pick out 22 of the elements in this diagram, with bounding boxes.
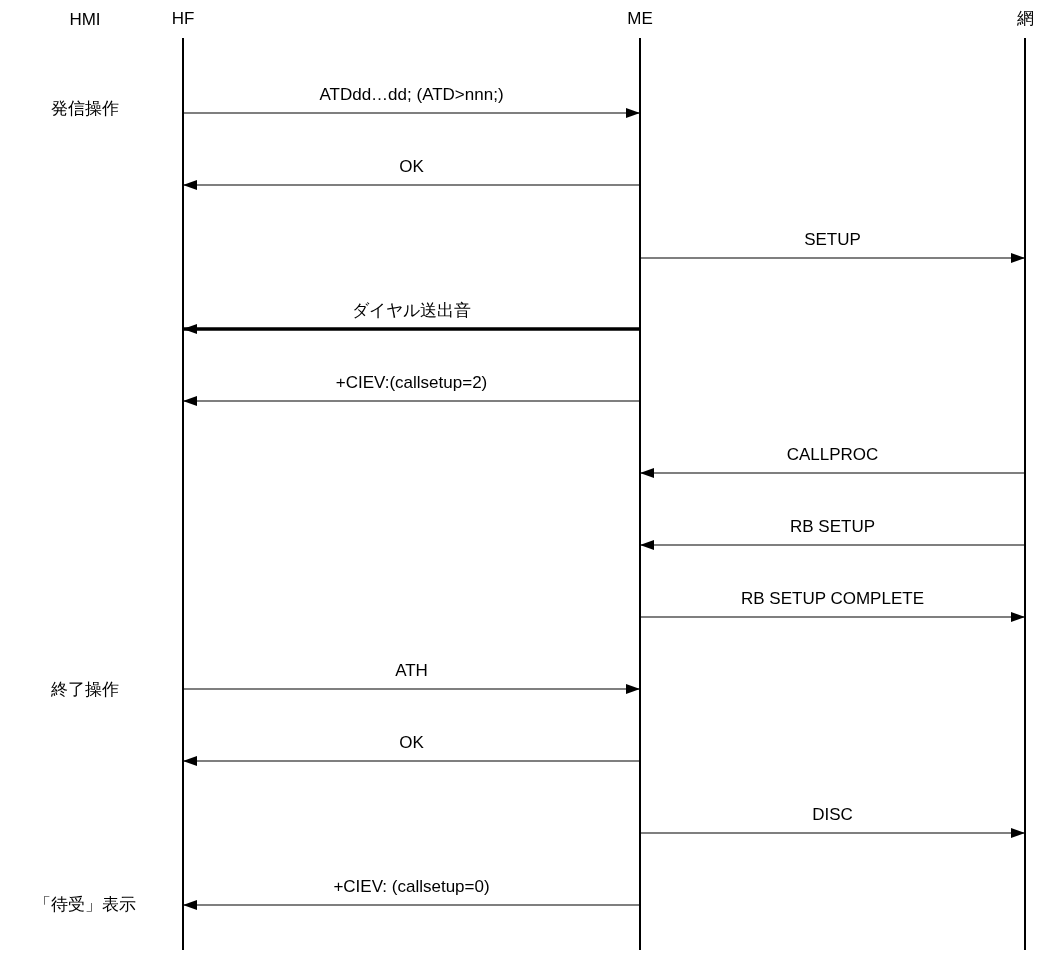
edge-label: +CIEV: (callsetup=0) bbox=[331, 877, 492, 897]
text-label: 「待受」表示 bbox=[34, 895, 136, 915]
edge-label: +CIEV:(callsetup=2) bbox=[333, 373, 490, 393]
text-label: 発信操作 bbox=[51, 99, 119, 119]
lifeline-header: 網 bbox=[1016, 8, 1034, 30]
text-label: 終了操作 bbox=[51, 680, 119, 700]
edge-label: ATDdd…dd; (ATD>nnn;) bbox=[317, 85, 506, 105]
message-arrow bbox=[639, 612, 1026, 622]
message-arrow bbox=[639, 828, 1026, 838]
message-arrow bbox=[182, 108, 641, 118]
message-arrow bbox=[639, 468, 1026, 478]
message-arrow bbox=[182, 684, 641, 694]
message-arrow bbox=[639, 540, 1026, 550]
message-arrow bbox=[182, 900, 641, 910]
text-label: HMI bbox=[69, 10, 101, 30]
lifeline-header: HF bbox=[171, 8, 195, 30]
message-arrow bbox=[182, 396, 641, 406]
lifeline-header: ME bbox=[627, 8, 653, 30]
message-arrow bbox=[183, 324, 640, 334]
message-arrow bbox=[182, 180, 641, 190]
message-arrow bbox=[182, 756, 641, 766]
message-arrow bbox=[639, 253, 1026, 263]
